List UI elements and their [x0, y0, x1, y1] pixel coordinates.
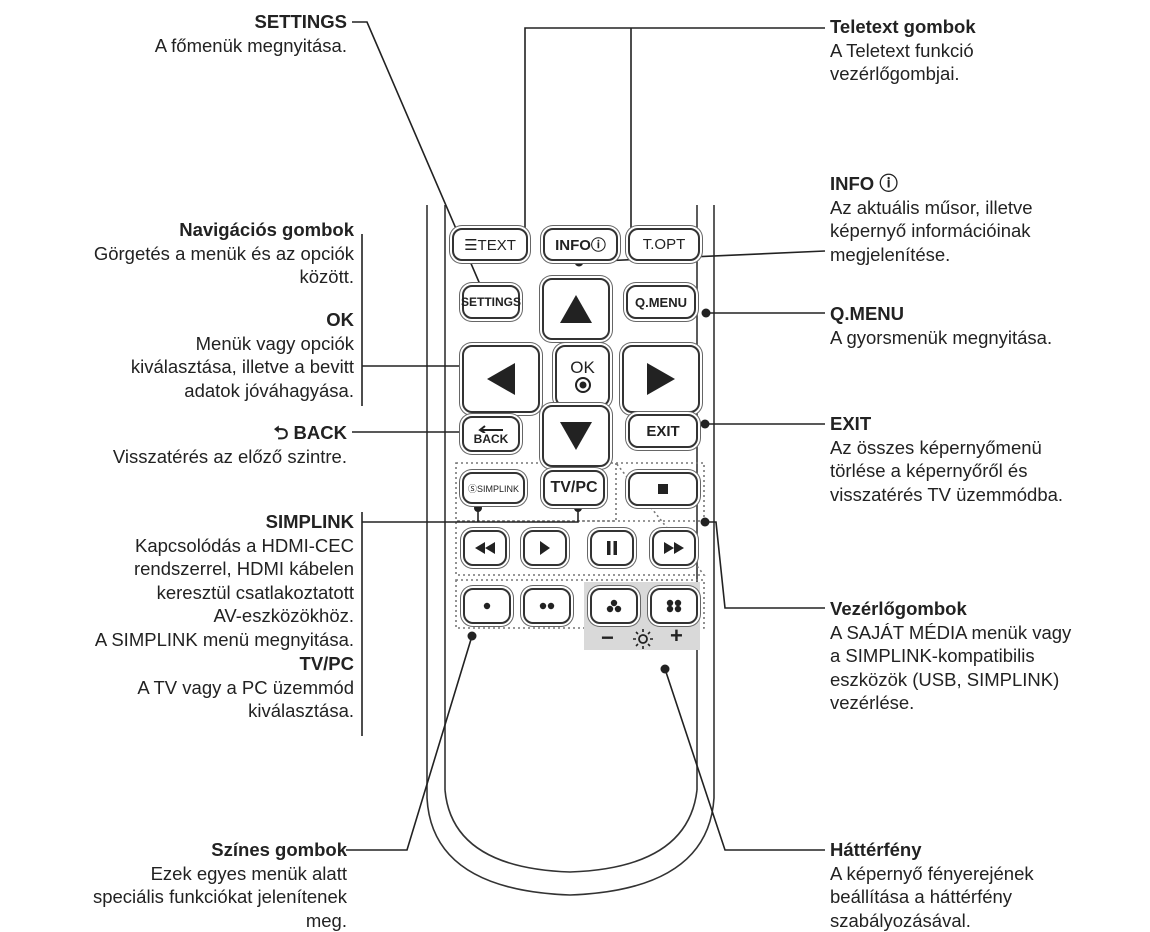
info-desc: Az aktuális műsor, illetve képernyő info… — [830, 196, 1140, 267]
right-button[interactable] — [622, 345, 700, 413]
info-label-block: INFO ⓘ Az aktuális műsor, illetve képern… — [830, 172, 1140, 266]
settings-button[interactable]: SETTINGS — [462, 285, 520, 319]
ok-target-icon — [574, 376, 592, 394]
simplink-button[interactable]: ⓈSIMPLINK — [462, 472, 525, 504]
backlight-desc: A képernyő fényerejének beállítása a hát… — [830, 862, 1140, 932]
play-icon — [539, 541, 551, 555]
topt-button[interactable]: T.OPT — [628, 228, 700, 261]
back-button[interactable]: BACK — [462, 416, 520, 452]
info-button[interactable]: INFOⓘ — [543, 228, 618, 261]
color-button-4[interactable] — [650, 588, 698, 624]
color-label-block: Színes gombok Ezek egyes menük alatt spe… — [0, 838, 347, 932]
down-arrow-icon — [558, 420, 594, 452]
right-arrow-icon — [645, 361, 677, 397]
tvpc-desc: A TV vagy a PC üzemmód kiválasztása. — [4, 676, 354, 723]
backlight-leader — [665, 669, 825, 850]
left-arrow-icon — [485, 361, 517, 397]
rewind-button[interactable] — [463, 530, 507, 566]
stop-button[interactable] — [628, 472, 698, 506]
nav-desc: Görgetés a menük és az opciók között. — [4, 242, 354, 289]
qmenu-dot — [702, 309, 711, 318]
stop-icon — [657, 483, 669, 495]
settings-title: SETTINGS — [17, 10, 347, 34]
exit-label-block: EXIT Az összes képernyőmenü törlése a ké… — [830, 412, 1140, 506]
backlight-dot — [661, 665, 670, 674]
backlight-label-block: Háttérfény A képernyő fényerejének beáll… — [830, 838, 1140, 932]
control-title: Vezérlőgombok — [830, 597, 1140, 621]
ok-button[interactable]: OK — [555, 345, 610, 407]
teletext-leader — [525, 28, 825, 233]
fast-forward-button[interactable] — [652, 530, 696, 566]
back-title: ⮌ BACK — [0, 421, 347, 445]
settings-desc: A főmenük megnyitása. — [17, 34, 347, 58]
one-dot-icon — [483, 602, 491, 610]
up-button[interactable] — [542, 278, 610, 340]
down-button[interactable] — [542, 405, 610, 467]
left-button[interactable] — [462, 345, 540, 413]
tvpc-button[interactable]: TV/PC — [543, 470, 605, 506]
sun-icon — [632, 628, 654, 650]
ok-title: OK — [4, 308, 354, 332]
play-button[interactable] — [523, 530, 567, 566]
exit-title: EXIT — [830, 412, 1140, 436]
rewind-icon — [475, 542, 495, 554]
up-arrow-icon — [558, 293, 594, 325]
nav-label: Navigációs gombok Görgetés a menük és az… — [4, 218, 354, 289]
simplink-label-block: SIMPLINK Kapcsolódás a HDMI-CEC rendszer… — [4, 510, 354, 651]
exit-dot — [701, 420, 710, 429]
color-desc: Ezek egyes menük alatt speciális funkció… — [0, 862, 347, 932]
exit-button[interactable]: EXIT — [628, 414, 698, 448]
qmenu-desc: A gyorsmenük megnyitása. — [830, 326, 1140, 350]
simplink-dot — [474, 504, 482, 512]
color-leader — [346, 636, 472, 850]
teletext-title: Teletext gombok — [830, 15, 1140, 39]
back-title-text: BACK — [294, 422, 347, 443]
control-leader — [705, 522, 825, 608]
control-desc: A SAJÁT MÉDIA menük vagy a SIMPLINK-komp… — [830, 621, 1140, 715]
ok-label-block: OK Menük vagy opciók kiválasztása, illet… — [4, 308, 354, 402]
ok-label: OK — [570, 359, 595, 376]
fast-forward-icon — [664, 542, 684, 554]
simplink-title: SIMPLINK — [4, 510, 354, 534]
ok-desc: Menük vagy opciók kiválasztása, illetve … — [4, 332, 354, 403]
three-dots-icon — [606, 599, 622, 613]
tvpc-title: TV/PC — [4, 652, 354, 676]
two-dots-icon — [539, 602, 555, 610]
qmenu-button[interactable]: Q.MENU — [626, 285, 696, 319]
nav-title: Navigációs gombok — [4, 218, 354, 242]
tvpc-label-block: TV/PC A TV vagy a PC üzemmód kiválasztás… — [4, 652, 354, 723]
simplink-leader — [362, 508, 578, 522]
settings-label: SETTINGS A főmenük megnyitása. — [17, 10, 347, 57]
color-button-1[interactable] — [463, 588, 511, 624]
back-label-block: ⮌ BACK Visszatérés az előző szintre. — [0, 421, 347, 468]
color-dot — [468, 632, 477, 641]
color-button-2[interactable] — [523, 588, 571, 624]
text-button[interactable]: ☰TEXT — [452, 228, 528, 261]
back-desc: Visszatérés az előző szintre. — [0, 445, 347, 469]
color-button-3[interactable] — [590, 588, 638, 624]
qmenu-title: Q.MENU — [830, 302, 1140, 326]
backlight-plus: + — [670, 626, 683, 646]
control-label-block: Vezérlőgombok A SAJÁT MÉDIA menük vagy a… — [830, 597, 1140, 715]
exit-desc: Az összes képernyőmenü törlése a képerny… — [830, 436, 1140, 507]
teletext-desc: A Teletext funkció vezérlőgombjai. — [830, 39, 1140, 86]
simplink-desc: Kapcsolódás a HDMI-CEC rendszerrel, HDMI… — [4, 534, 354, 652]
backlight-minus: − — [601, 628, 614, 648]
pause-icon — [606, 541, 618, 555]
back-label: BACK — [474, 433, 509, 445]
control-dot — [701, 518, 710, 527]
pause-button[interactable] — [590, 530, 634, 566]
back-return-icon: ⮌ — [274, 422, 294, 443]
color-title: Színes gombok — [0, 838, 347, 862]
four-dots-icon — [666, 599, 682, 613]
backlight-title: Háttérfény — [830, 838, 1140, 862]
info-title: INFO ⓘ — [830, 172, 1140, 196]
qmenu-label-block: Q.MENU A gyorsmenük megnyitása. — [830, 302, 1140, 349]
teletext-label-block: Teletext gombok A Teletext funkció vezér… — [830, 15, 1140, 86]
